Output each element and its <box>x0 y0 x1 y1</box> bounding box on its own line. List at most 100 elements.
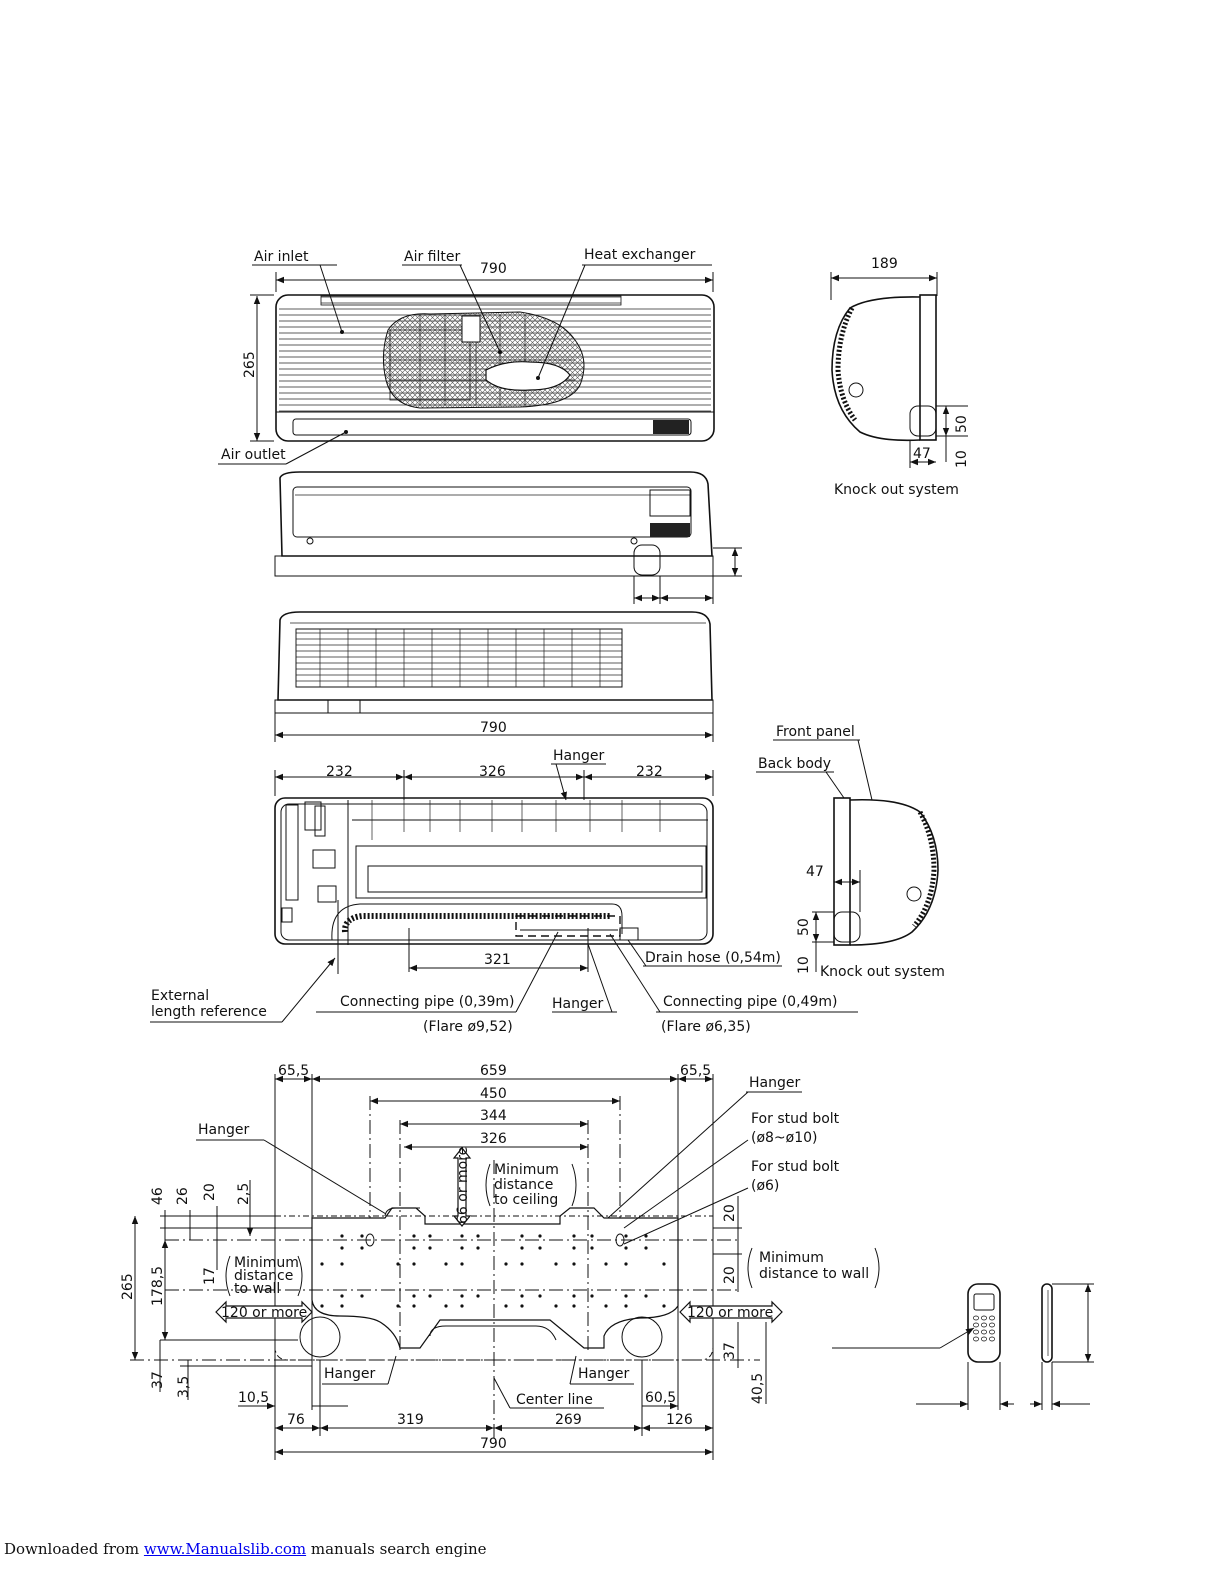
dim-3-5: 3,5 <box>176 1376 192 1398</box>
dim-232-right: 232 <box>636 764 663 780</box>
plate-hole <box>624 1234 628 1238</box>
dim-26: 26 <box>175 1187 191 1205</box>
plate-hole <box>340 1304 344 1308</box>
plate-hole <box>662 1304 666 1308</box>
min-wall-right-1: Minimum <box>759 1250 824 1266</box>
stud-bolt-2-label: For stud bolt <box>751 1159 840 1175</box>
plate-hole <box>340 1262 344 1266</box>
plate-hole <box>476 1294 480 1298</box>
plate-hole <box>396 1304 400 1308</box>
remote-key <box>973 1322 979 1328</box>
min-ceiling-1: Minimum <box>494 1162 559 1178</box>
dim-790-mid: 790 <box>480 720 507 736</box>
flare-left-label: (Flare ø9,52) <box>423 1019 513 1035</box>
plate-hole <box>460 1294 464 1298</box>
plate-hole <box>460 1304 464 1308</box>
dim-37-right: 37 <box>722 1342 738 1360</box>
dim-47-a: 47 <box>913 446 931 462</box>
dim-17: 17 <box>202 1267 218 1285</box>
dim-50-b: 50 <box>796 918 812 936</box>
plate-hole <box>412 1304 416 1308</box>
min-wall-left-3: to wall <box>234 1281 280 1297</box>
hanger-plate-left-label: Hanger <box>198 1122 249 1138</box>
plate-hole <box>644 1234 648 1238</box>
plate-hole-grid <box>320 1234 666 1308</box>
knock-out-label-1: Knock out system <box>834 482 959 498</box>
plate-hole <box>460 1234 464 1238</box>
plate-hole <box>320 1262 324 1266</box>
plate-hole <box>572 1262 576 1266</box>
min-ceiling-2: distance <box>494 1177 553 1193</box>
min-wall-left-2: distance <box>234 1268 293 1284</box>
hanger-plate-right-label: Hanger <box>749 1075 800 1091</box>
remote-key <box>989 1336 995 1342</box>
remote-key <box>981 1329 987 1335</box>
plate-hole <box>504 1304 508 1308</box>
plate-hole <box>590 1246 594 1250</box>
plate-hole <box>340 1294 344 1298</box>
plate-hole <box>538 1294 542 1298</box>
back-body-label: Back body <box>758 756 831 772</box>
plate-hole <box>520 1246 524 1250</box>
plate-hole <box>520 1304 524 1308</box>
footer-prefix: Downloaded from <box>4 1540 144 1558</box>
or-more-right-label: 120 or more <box>687 1305 773 1321</box>
front-view-unit <box>275 294 715 442</box>
plate-hole <box>428 1246 432 1250</box>
side-view-unit-mid <box>833 797 939 946</box>
plate-hole <box>572 1294 576 1298</box>
remote-control <box>967 1283 1053 1363</box>
remote-key <box>989 1315 995 1321</box>
dim-265-b: 265 <box>120 1273 136 1300</box>
dim-321: 321 <box>484 952 511 968</box>
plate-hole <box>360 1246 364 1250</box>
plate-hole <box>504 1262 508 1266</box>
dim-50-a: 50 <box>954 415 970 433</box>
remote-key <box>973 1336 979 1342</box>
rear-view-unit <box>274 797 714 945</box>
dim-790-top: 790 <box>480 261 507 277</box>
dim-790-bottom: 790 <box>480 1436 507 1452</box>
dim-10-5: 10,5 <box>238 1390 269 1406</box>
air-outlet-label: Air outlet <box>221 447 286 463</box>
plate-hole <box>412 1246 416 1250</box>
air-filter-label: Air filter <box>404 249 460 265</box>
dim-10-a: 10 <box>954 450 970 468</box>
center-line-label: Center line <box>516 1392 593 1408</box>
remote-key <box>989 1322 995 1328</box>
dim-2-5: 2,5 <box>236 1183 252 1205</box>
remote-key <box>981 1322 987 1328</box>
dim-37-left: 37 <box>150 1371 166 1389</box>
plate-hole <box>624 1304 628 1308</box>
drain-hose-label: Drain hose (0,54m) <box>645 950 781 966</box>
plate-hole <box>604 1262 608 1266</box>
dim-450: 450 <box>480 1086 507 1102</box>
dim-326-b: 326 <box>480 1131 507 1147</box>
dim-65-5-right: 65,5 <box>680 1063 711 1079</box>
plate-hole <box>412 1294 416 1298</box>
plate-hole <box>572 1246 576 1250</box>
plate-hole <box>644 1294 648 1298</box>
remote-key <box>973 1329 979 1335</box>
plate-hole <box>444 1262 448 1266</box>
plate-hole <box>340 1234 344 1238</box>
dim-269: 269 <box>555 1412 582 1428</box>
bottom-view-unit <box>274 611 714 714</box>
or-more-ceiling-label: 66 or more <box>455 1147 471 1224</box>
dim-65-5-left: 65,5 <box>278 1063 309 1079</box>
dim-126: 126 <box>666 1412 693 1428</box>
remote-key <box>989 1329 995 1335</box>
plate-hole <box>320 1304 324 1308</box>
remote-key <box>981 1315 987 1321</box>
dim-10-b: 10 <box>796 956 812 974</box>
manualslib-link[interactable]: www.Manualslib.com <box>143 1540 307 1558</box>
dim-659: 659 <box>480 1063 507 1079</box>
download-footer: Downloaded from www.Manualslib.com manua… <box>4 1540 487 1558</box>
dim-344: 344 <box>480 1108 507 1124</box>
plate-hole <box>624 1262 628 1266</box>
dim-76: 76 <box>287 1412 305 1428</box>
hanger-bottom-left-label: Hanger <box>324 1366 375 1382</box>
dim-232-left: 232 <box>326 764 353 780</box>
or-more-left-label: 120 or more <box>221 1305 307 1321</box>
remote-key <box>981 1336 987 1342</box>
